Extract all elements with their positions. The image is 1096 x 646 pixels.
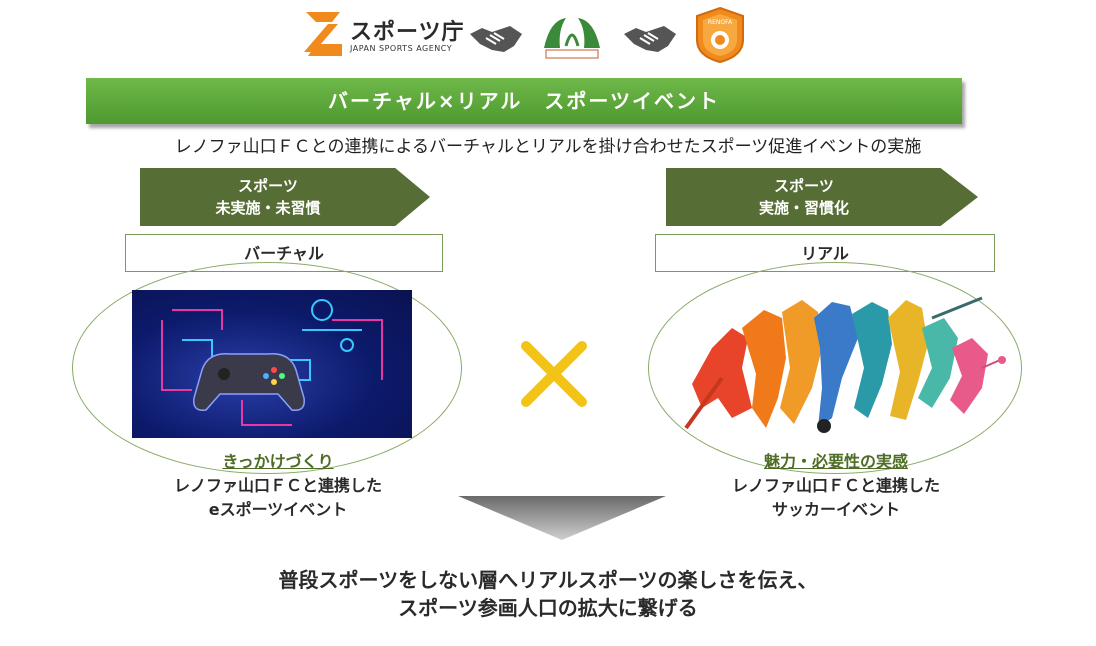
cross-multiply-icon bbox=[521, 341, 587, 407]
handshake-icon bbox=[624, 26, 676, 52]
down-arrow-icon bbox=[458, 496, 666, 540]
left-arrow-line2: 未実施・未習慣 bbox=[215, 199, 321, 217]
left-oval bbox=[72, 262, 462, 474]
gaming-controller-icon bbox=[161, 299, 383, 426]
esports-image bbox=[132, 290, 412, 438]
athletes-silhouette-icon bbox=[684, 296, 1006, 433]
yamaguchi-partner-logo-icon bbox=[544, 18, 600, 59]
right-oval bbox=[648, 262, 1022, 474]
conclusion-line1: 普段スポーツをしない層へリアルスポーツの楽しさを伝え、 bbox=[278, 568, 818, 592]
right-caption-line1: レノファ山口ＦＣと連携した bbox=[731, 476, 940, 495]
left-status-arrow: スポーツ 未実施・未習慣 bbox=[140, 168, 430, 226]
left-caption-line2: eスポーツイベント bbox=[208, 500, 348, 519]
renofa-emblem-icon: RENOFA bbox=[696, 6, 744, 64]
conclusion-line2: スポーツ参画人口の拡大に繋げる bbox=[398, 596, 698, 620]
right-arrow-line2: 実施・習慣化 bbox=[758, 199, 849, 217]
sports-agency-name: スポーツ庁 bbox=[350, 20, 465, 45]
svg-text:RENOFA: RENOFA bbox=[708, 19, 733, 26]
handshake-icon bbox=[470, 26, 522, 52]
sports-agency-subtitle: JAPAN SPORTS AGENCY bbox=[350, 44, 453, 53]
left-caption-highlight: きっかけづくり bbox=[222, 452, 334, 471]
sports-athletes-image bbox=[682, 288, 1008, 440]
left-caption-line1: レノファ山口ＦＣと連携した bbox=[173, 476, 382, 495]
conclusion-text: 普段スポーツをしない層へリアルスポーツの楽しさを伝え、 スポーツ参画人口の拡大に… bbox=[0, 566, 1096, 622]
logo-row: スポーツ庁 JAPAN SPORTS AGENCY RENOFA bbox=[0, 0, 1096, 72]
left-caption: きっかけづくり レノファ山口ＦＣと連携した eスポーツイベント bbox=[88, 450, 468, 522]
right-status-arrow: スポーツ 実施・習慣化 bbox=[666, 168, 978, 226]
right-caption: 魅力・必要性の実感 レノファ山口ＦＣと連携した サッカーイベント bbox=[626, 450, 1046, 522]
right-caption-highlight: 魅力・必要性の実感 bbox=[763, 452, 908, 471]
sports-agency-logo-icon bbox=[304, 12, 342, 56]
right-caption-line2: サッカーイベント bbox=[771, 500, 900, 519]
description-text: レノファ山口ＦＣとの連携によるバーチャルとリアルを掛け合わせたスポーツ促進イベン… bbox=[174, 137, 922, 157]
title-banner: バーチャル×リアル スポーツイベント bbox=[86, 78, 962, 124]
right-arrow-line1: スポーツ bbox=[774, 177, 834, 195]
left-arrow-line1: スポーツ bbox=[238, 177, 298, 195]
